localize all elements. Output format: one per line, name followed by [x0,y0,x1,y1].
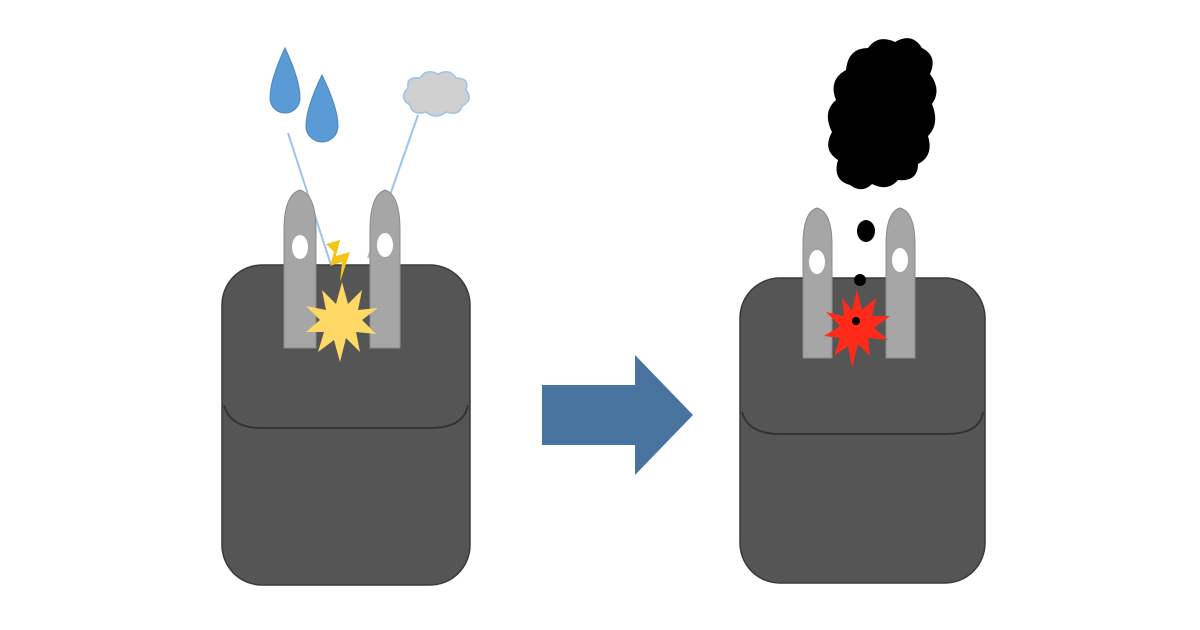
prong-hole [892,248,908,272]
starburst-icon [306,282,378,362]
plug-body-seam [223,404,469,429]
prong-left [283,189,317,349]
dust-cloud-icon [402,71,470,117]
starburst-icon [824,290,890,368]
water-drop-icon [305,73,339,143]
prong-hole [809,250,825,274]
smoke-particle [854,274,866,286]
smoke-cloud-icon [827,38,937,190]
prong-right [369,189,401,349]
smoke-particle [852,317,860,325]
arrow-right-icon [542,355,693,475]
prong-hole [292,235,308,259]
smoke-particle [857,220,875,242]
spark-icon [326,240,350,282]
plug-after [739,38,986,584]
prong-hole [377,233,393,257]
prong-left [802,207,833,359]
plug-body-seam [741,411,984,435]
water-drop-icon [269,46,301,114]
prong-right [885,207,916,359]
plug-before [221,46,471,586]
